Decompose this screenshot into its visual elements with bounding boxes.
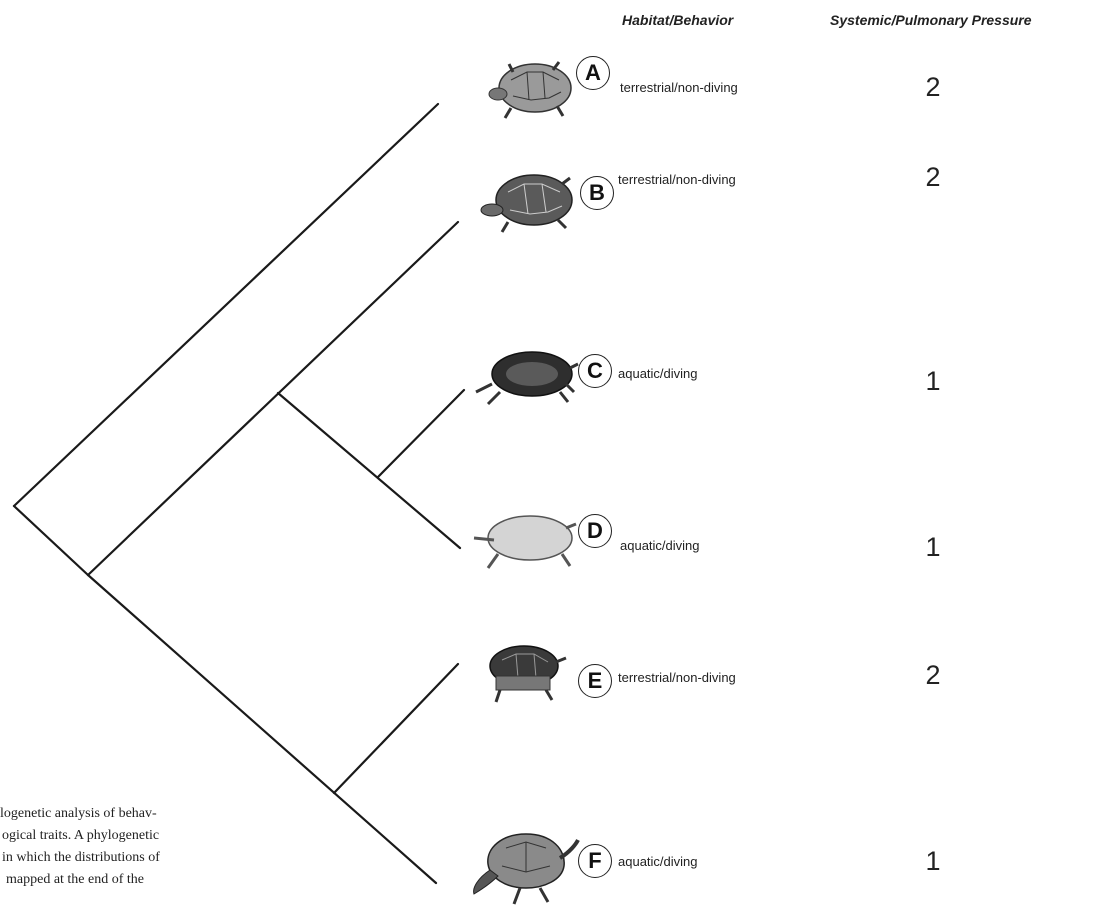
taxon-label-D: D [578, 514, 612, 548]
branch-node1-F [86, 573, 438, 885]
pressure-A: 2 [925, 72, 941, 102]
caption-line: mapped at the end of the [6, 872, 145, 887]
caption-line: in which the distributions of [2, 850, 160, 865]
figure-caption: logenetic analysis of behav- ogical trai… [0, 803, 270, 909]
box-turtle-icon [488, 61, 572, 119]
taxon-label-E: E [578, 664, 612, 698]
habitat-A: terrestrial/non-diving [620, 80, 738, 95]
taxon-label-F: F [578, 844, 612, 878]
habitat-F: aquatic/diving [618, 854, 698, 869]
pressure-F: 1 [925, 846, 941, 876]
habitat-B: terrestrial/non-diving [618, 172, 736, 187]
branch-node1-B [86, 220, 460, 577]
taxon-label-B: B [580, 176, 614, 210]
branch-root-A [12, 102, 440, 508]
habitat-E: terrestrial/non-diving [618, 670, 736, 685]
branch-root-node1 [12, 504, 90, 577]
sea-turtle-icon [473, 833, 580, 905]
pressure-B: 2 [925, 162, 941, 192]
branch-cd-node [276, 391, 462, 550]
habitat-C: aquatic/diving [618, 366, 698, 381]
taxon-label-C: C [578, 354, 612, 388]
pressure-C: 1 [925, 366, 941, 396]
pressure-E: 2 [925, 660, 941, 690]
softshell-turtle-icon [473, 515, 577, 569]
caption-line: ogical traits. A phylogenetic [2, 828, 160, 843]
box-turtle-icon [480, 174, 573, 233]
branch-E [332, 662, 460, 795]
taxon-label-A: A [576, 56, 610, 90]
habitat-behavior-header: Habitat/Behavior [622, 12, 734, 28]
branch-C [376, 388, 466, 479]
wood-turtle-icon [489, 645, 567, 703]
caption-line: logenetic analysis of behav- [0, 806, 157, 821]
habitat-D: aquatic/diving [620, 538, 700, 553]
pressure-header: Systemic/Pulmonary Pressure [830, 12, 1032, 28]
pressure-D: 1 [925, 532, 941, 562]
aquatic-turtle-icon [475, 351, 579, 406]
